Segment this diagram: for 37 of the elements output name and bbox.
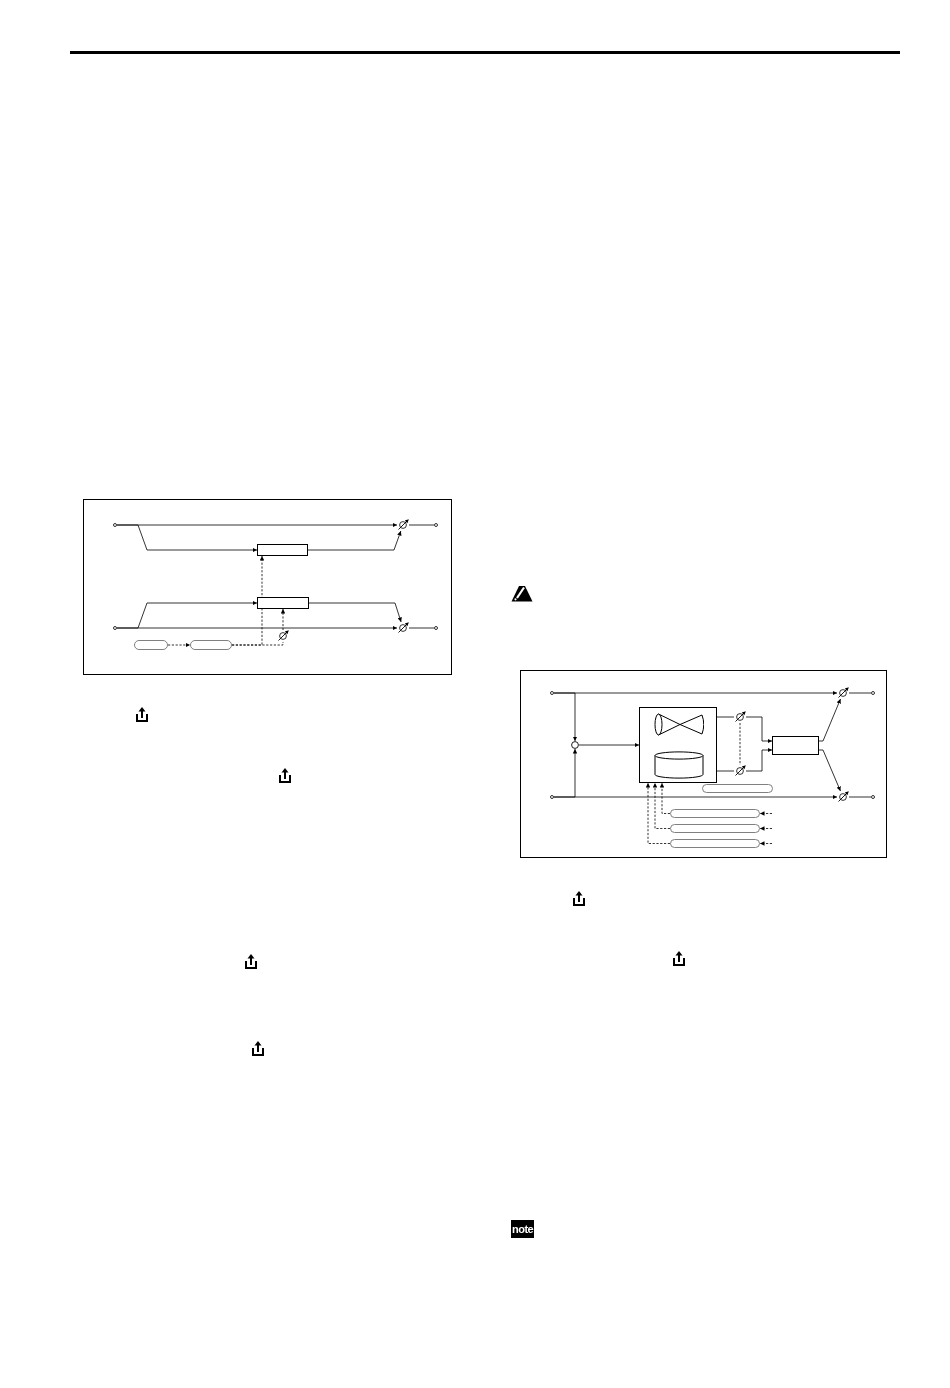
dashed-line [739, 722, 741, 766]
level-knob [277, 630, 289, 642]
level-knob [837, 687, 849, 699]
process-box [257, 597, 309, 609]
horn-drawing [654, 713, 704, 736]
connector-line [408, 524, 435, 526]
note-label: note [511, 1220, 535, 1238]
terminal-dot [434, 523, 438, 527]
rounded-box [670, 809, 760, 818]
connector-line [716, 770, 735, 772]
rounded-box [702, 784, 773, 793]
terminal-dot [434, 626, 438, 630]
level-knob [734, 711, 746, 723]
rounded-box [134, 640, 168, 650]
rounded-box [190, 640, 232, 650]
process-box [639, 707, 717, 783]
mixer-circle [571, 741, 579, 749]
level-knob [397, 519, 409, 531]
terminal-dot [871, 795, 875, 799]
process-box [257, 544, 308, 556]
rounded-box [670, 824, 760, 833]
level-knob [734, 765, 746, 777]
terminal-dot [113, 523, 117, 527]
connector-line [408, 627, 435, 629]
drum-drawing [654, 751, 704, 779]
terminal-dot [113, 626, 117, 630]
terminal-dot [871, 691, 875, 695]
connector-line [716, 716, 735, 718]
terminal-dot [550, 795, 554, 799]
level-knob [837, 791, 849, 803]
rounded-box [670, 839, 760, 848]
level-knob [397, 622, 409, 634]
connector-line [848, 796, 872, 798]
connector-line [848, 692, 872, 694]
dashed-line [231, 641, 284, 646]
process-box [772, 736, 819, 755]
terminal-dot [550, 691, 554, 695]
